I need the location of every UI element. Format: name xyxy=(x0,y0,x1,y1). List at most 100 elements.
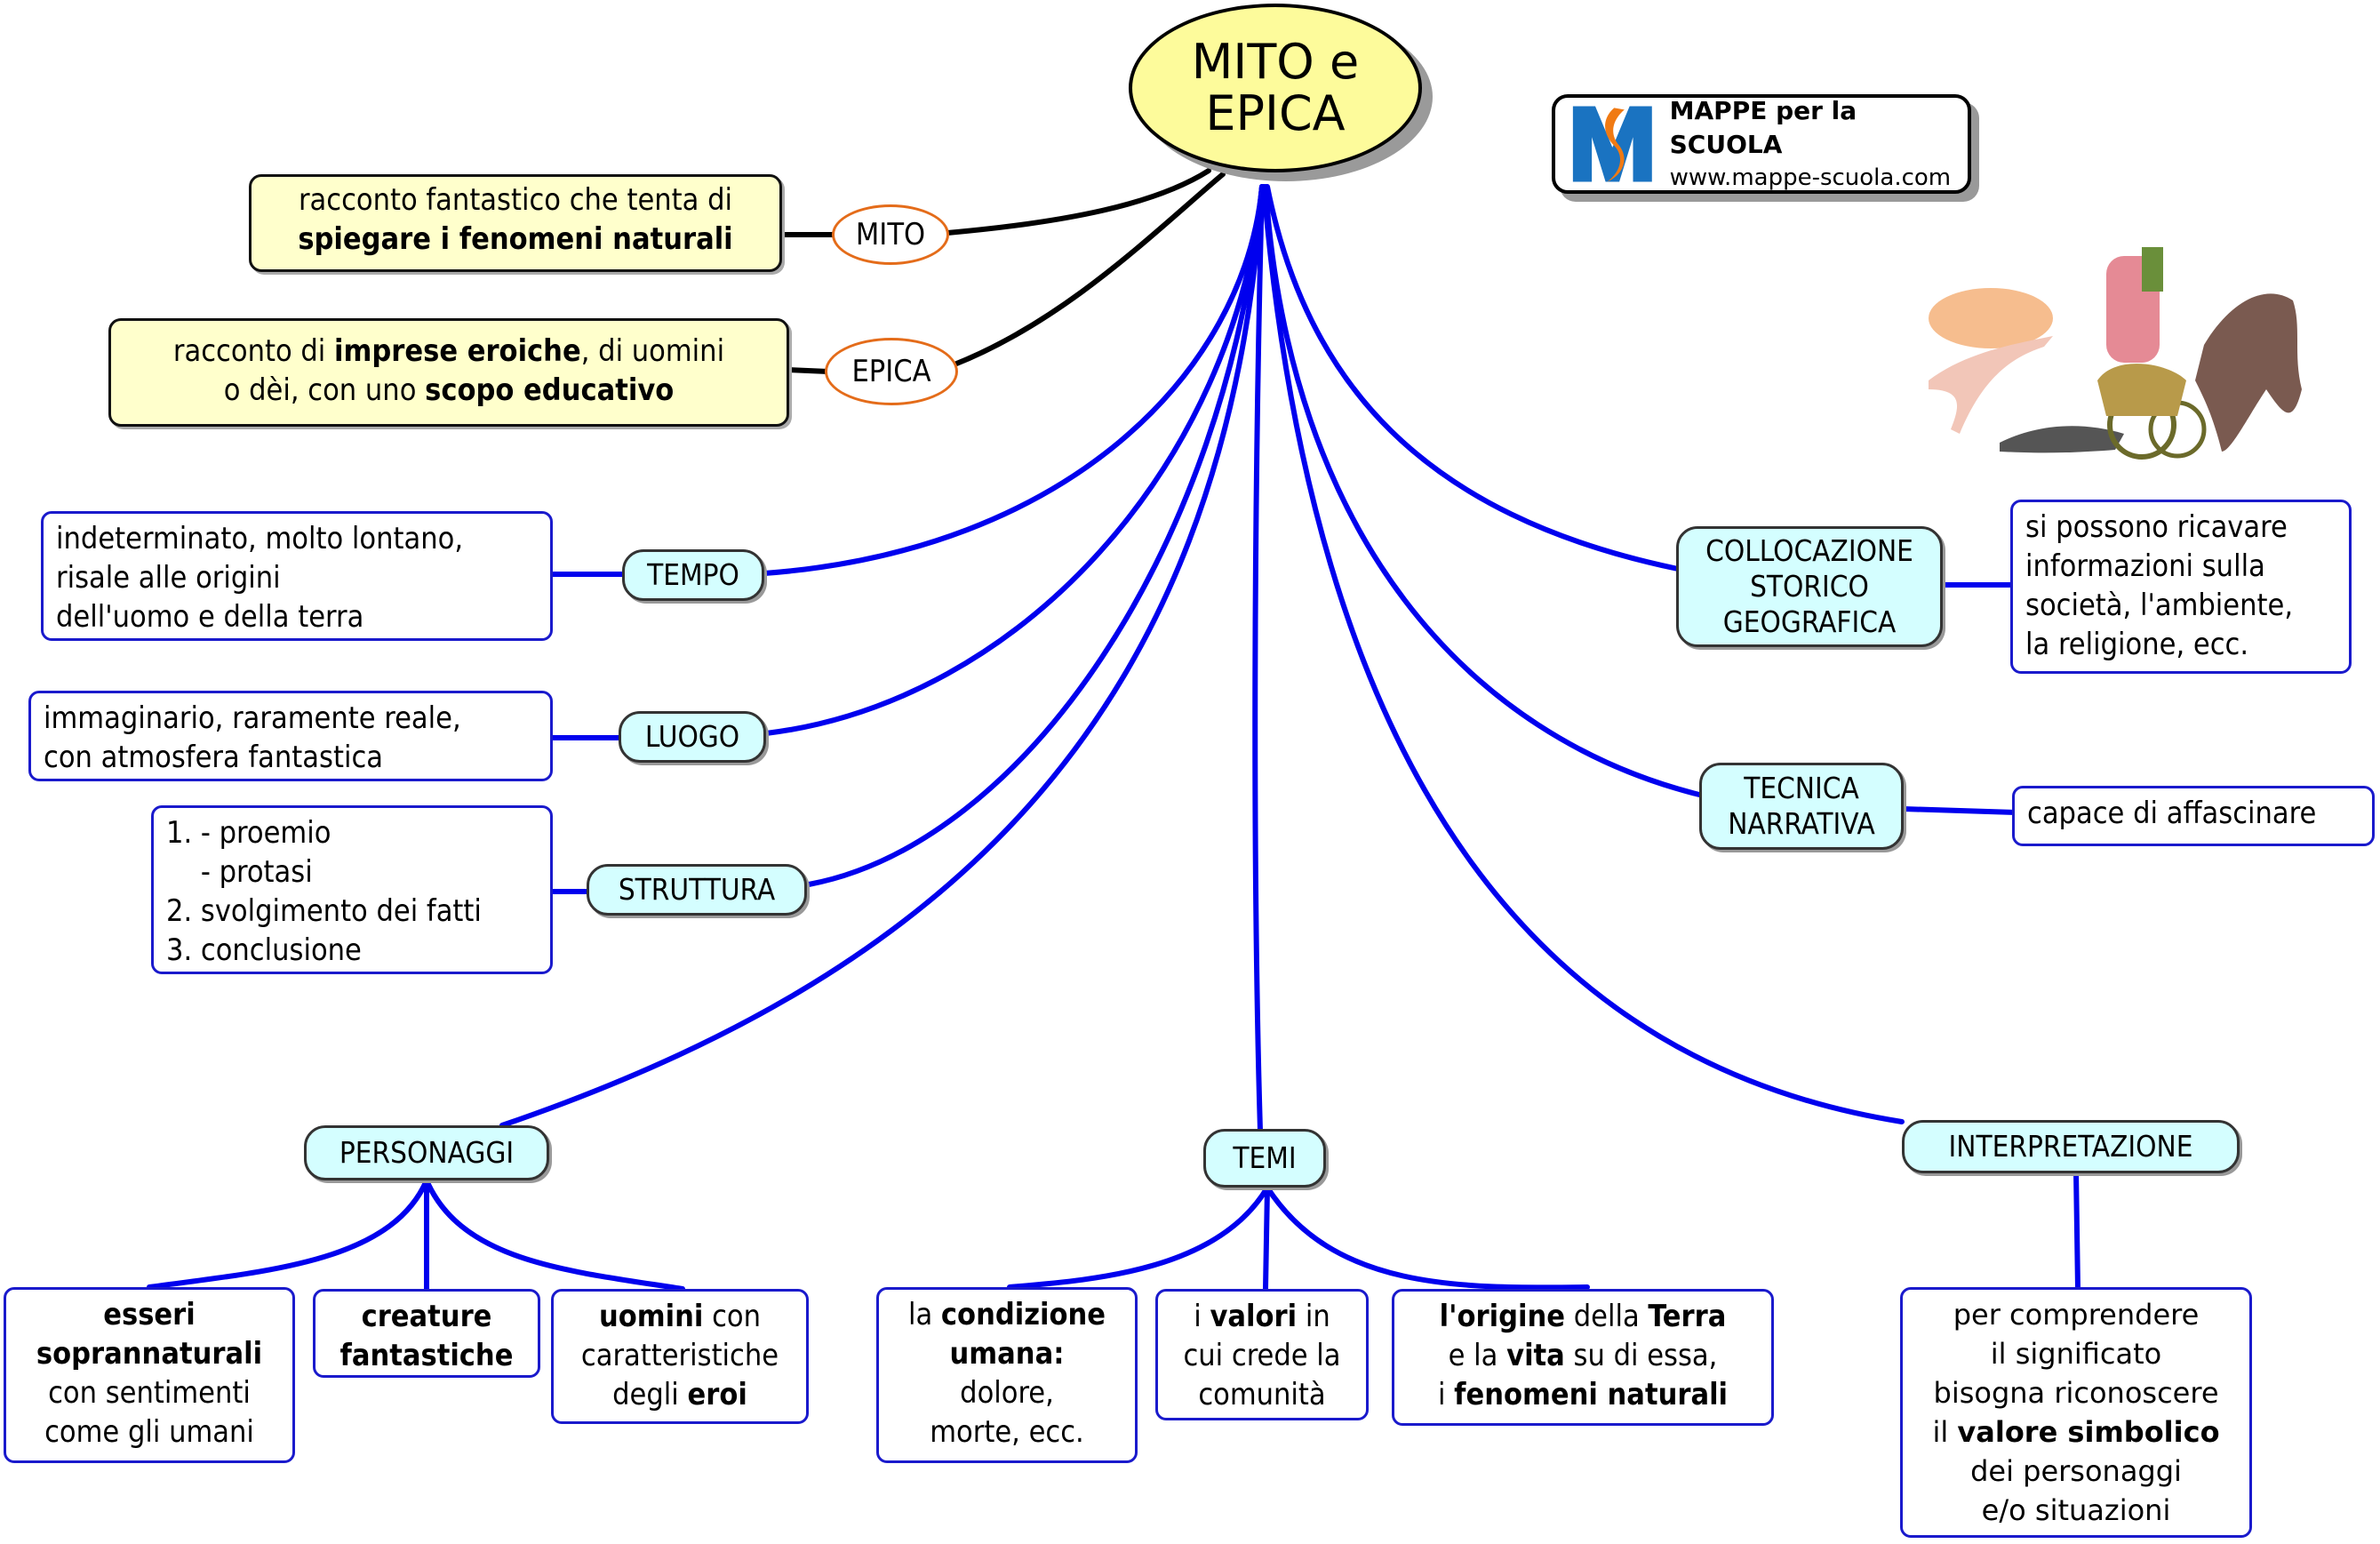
detail-box-luogo[interactable]: immaginario, raramente reale,con atmosfe… xyxy=(28,691,553,781)
category-node-luogo[interactable]: LUOGO xyxy=(619,711,766,763)
category-label: PERSONAGGI xyxy=(339,1135,515,1170)
category-node-collocazione-storico-geografica[interactable]: COLLOCAZIONE STORICO GEOGRAFICA xyxy=(1676,526,1943,647)
bold-text-run: l'origine xyxy=(1439,1299,1565,1334)
bold-text-run: soprannaturali xyxy=(36,1336,263,1372)
text-run: la xyxy=(907,1297,941,1332)
text-run: come gli umani xyxy=(44,1414,254,1450)
text-run: o dèi, con uno xyxy=(223,372,426,408)
text-run: 2. svolgimento dei fatti xyxy=(166,893,482,929)
link-temi-3 xyxy=(1265,1185,1590,1291)
text-run: racconto fantastico che tenta di xyxy=(298,182,733,218)
text-run: e la xyxy=(1448,1338,1507,1373)
link-mito xyxy=(945,168,1211,236)
category-label-line: TECNICA xyxy=(1744,771,1859,805)
mappe-scuola-logo[interactable]: MAPPE per la SCUOLA www.mappe-scuola.com xyxy=(1552,94,1971,194)
text-run: per comprendere xyxy=(1953,1298,2200,1332)
text-run: racconto di xyxy=(172,333,335,369)
text-run: si possono ricavare xyxy=(2025,509,2288,545)
detail-text: immaginario, raramente reale,con atmosfe… xyxy=(44,700,461,775)
link-epica xyxy=(952,172,1226,367)
central-topic-line2: EPICA xyxy=(1205,85,1346,141)
category-node-tecnica-narrativa[interactable]: TECNICA NARRATIVA xyxy=(1699,763,1904,850)
bold-text-run: fenomeni naturali xyxy=(1454,1377,1729,1412)
text-run: cui crede la xyxy=(1183,1338,1341,1373)
oval-node-label: EPICA xyxy=(851,354,931,389)
text-run: caratteristiche xyxy=(580,1338,779,1373)
bold-text-run: valori xyxy=(1210,1299,1298,1334)
link-personaggi xyxy=(499,184,1265,1128)
bold-text-run: eroi xyxy=(687,1377,747,1412)
category-node-struttura[interactable]: STRUTTURA xyxy=(587,864,807,916)
link-temi xyxy=(1252,184,1265,1133)
detail-box-tempo[interactable]: indeterminato, molto lontano,risale alle… xyxy=(41,511,553,641)
central-topic-line1: MITO e xyxy=(1191,34,1360,90)
link-tempo xyxy=(762,184,1265,576)
text-run: della xyxy=(1565,1299,1649,1334)
text-run: dolore, xyxy=(960,1375,1054,1411)
text-run: comunità xyxy=(1198,1377,1326,1412)
link-struttura xyxy=(806,184,1265,887)
category-node-personaggi[interactable]: PERSONAGGI xyxy=(304,1125,549,1180)
category-label: LUOGO xyxy=(644,719,740,754)
bold-text-run: scopo educativo xyxy=(425,372,675,408)
text-run: in xyxy=(1297,1299,1330,1334)
link-temi-1 xyxy=(1007,1185,1270,1290)
logo-url[interactable]: www.mappe-scuola.com xyxy=(1669,164,1952,191)
text-run: la religione, ecc. xyxy=(2025,627,2249,662)
link-interpretazione xyxy=(1261,184,1905,1124)
detail-text: indeterminato, molto lontano,risale alle… xyxy=(56,521,463,635)
oval-node-mito[interactable]: MITO xyxy=(832,204,949,265)
link-collocazione xyxy=(1265,184,1681,572)
link-epica-box xyxy=(785,367,831,374)
oval-node-label: MITO xyxy=(855,217,926,252)
oval-node-epica[interactable]: EPICA xyxy=(825,338,958,405)
link-interpretazione-detail xyxy=(2073,1169,2081,1292)
text-run: informazioni sulla xyxy=(2025,548,2265,584)
category-node-temi[interactable]: TEMI xyxy=(1203,1129,1326,1188)
bold-text-run: esseri xyxy=(103,1297,196,1332)
link-personaggi-3 xyxy=(424,1178,685,1292)
text-run: , di uomini xyxy=(580,333,725,369)
definition-box-epica[interactable]: racconto di imprese eroiche, di uomini o … xyxy=(108,318,789,427)
detail-text: capace di affascinare xyxy=(2027,796,2316,831)
text-run: e/o situazioni xyxy=(1981,1493,2171,1527)
category-label-line: GEOGRAFICA xyxy=(1722,604,1897,639)
text-run: bisogna riconoscere xyxy=(1933,1376,2219,1410)
bold-text-run: condizione xyxy=(940,1297,1106,1332)
category-label: TEMPO xyxy=(647,557,739,592)
category-node-interpretazione[interactable]: INTERPRETAZIONE xyxy=(1902,1120,2240,1173)
mappe-scuola-m-logo-icon xyxy=(1572,106,1652,182)
central-topic[interactable]: MITO e EPICA xyxy=(1129,4,1422,172)
text-run: società, l'ambiente, xyxy=(2025,588,2294,623)
category-label-line: COLLOCAZIONE xyxy=(1705,533,1913,568)
link-tecnica-detail xyxy=(1901,806,2018,815)
text-run: il xyxy=(1932,1415,1958,1449)
definition-text: racconto di imprese eroiche, di uomini o … xyxy=(173,333,724,408)
text-run: capace di affascinare xyxy=(2027,796,2317,831)
category-node-tempo[interactable]: TEMPO xyxy=(622,549,764,601)
bold-text-run: creature xyxy=(361,1299,492,1334)
text-run: con xyxy=(703,1299,762,1334)
category-label: INTERPRETAZIONE xyxy=(1948,1129,2193,1164)
detail-box-tecnica[interactable]: capace di affascinare xyxy=(2012,786,2375,846)
bold-text-run: imprese eroiche xyxy=(334,333,581,369)
category-label-line: STORICO xyxy=(1750,569,1869,604)
